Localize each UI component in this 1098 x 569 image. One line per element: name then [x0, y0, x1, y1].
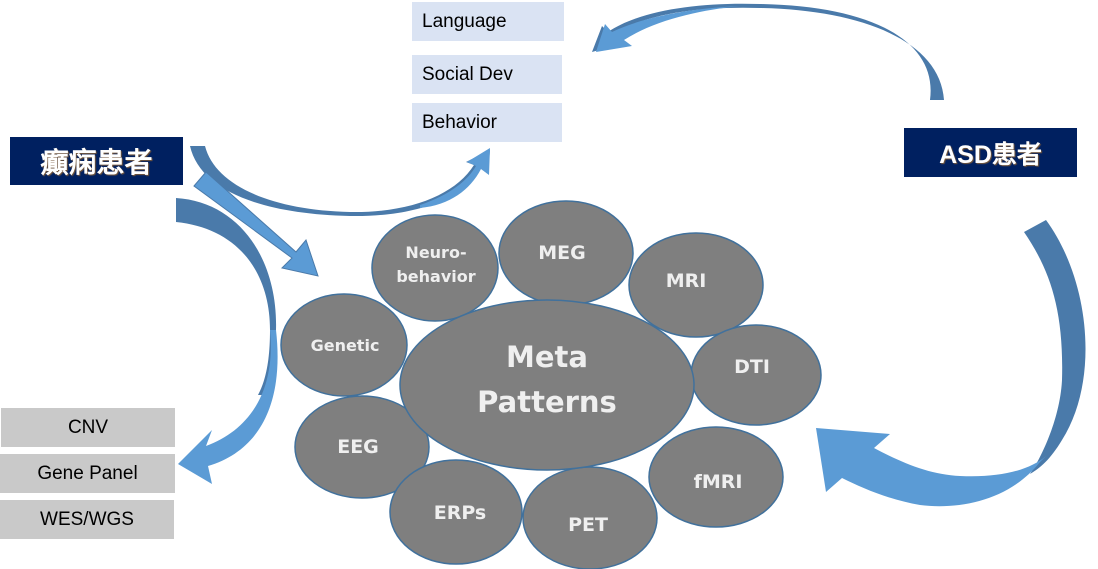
outcome-language: Language: [412, 2, 564, 41]
arrow-epilepsy-to-behavior: [190, 146, 490, 217]
label-mri: MRI: [666, 270, 707, 292]
node-fmri: [648, 426, 784, 528]
genetic-test-gene-panel-label: Gene Panel: [37, 462, 138, 484]
outcome-behavior: Behavior: [412, 103, 562, 142]
label-meta-line1: Meta: [506, 340, 588, 374]
node-meta-patterns: [399, 299, 695, 471]
arrow-asd-to-center-light: [816, 428, 1046, 507]
node-eeg: [294, 395, 430, 499]
epilepsy-patients-box: 癲痫患者: [10, 137, 183, 185]
label-neurobehavior-1: Neuro-: [405, 243, 466, 262]
label-pet: PET: [568, 514, 608, 536]
label-neurobehavior-2: behavior: [396, 267, 475, 286]
arrow-epilepsy-to-genetic-light: [178, 330, 278, 484]
epilepsy-patients-label: 癲痫患者: [40, 146, 153, 179]
label-fmri: fMRI: [694, 471, 743, 493]
arrow-asd-to-language-head: [596, 6, 740, 52]
asd-patients-label: ASD患者: [939, 140, 1042, 169]
label-eeg: EEG: [337, 436, 379, 458]
node-erps: [389, 459, 523, 565]
label-meg: MEG: [538, 242, 585, 264]
node-genetic: [280, 293, 408, 397]
node-neurobehavior: [371, 214, 499, 322]
label-erps: ERPs: [434, 502, 487, 524]
genetic-test-wes-wgs-label: WES/WGS: [40, 508, 134, 530]
genetic-test-gene-panel: Gene Panel: [0, 454, 175, 493]
outcome-language-label: Language: [422, 10, 507, 32]
arrow-asd-to-center-dark: [1024, 220, 1086, 474]
genetic-test-cnv: CNV: [1, 408, 175, 447]
arrow-epilepsy-to-behavior-head: [420, 148, 490, 208]
node-mri: [628, 232, 764, 338]
label-meta-line2: Patterns: [477, 385, 617, 419]
genetic-test-wes-wgs: WES/WGS: [0, 500, 174, 539]
asd-patients-box: ASD患者: [904, 128, 1077, 177]
label-dti: DTI: [734, 356, 770, 378]
label-genetic: Genetic: [311, 336, 380, 355]
genetic-test-cnv-label: CNV: [67, 416, 109, 438]
arrow-asd-to-language: [592, 3, 944, 100]
outcome-social-dev: Social Dev: [412, 55, 562, 94]
arrow-epilepsy-to-genetic-dark: [176, 198, 277, 395]
outcome-social-dev-label: Social Dev: [422, 63, 513, 85]
arrow-epilepsy-to-center: [193, 171, 319, 277]
ellipse-group: [280, 200, 822, 569]
outcome-behavior-label: Behavior: [422, 111, 497, 133]
